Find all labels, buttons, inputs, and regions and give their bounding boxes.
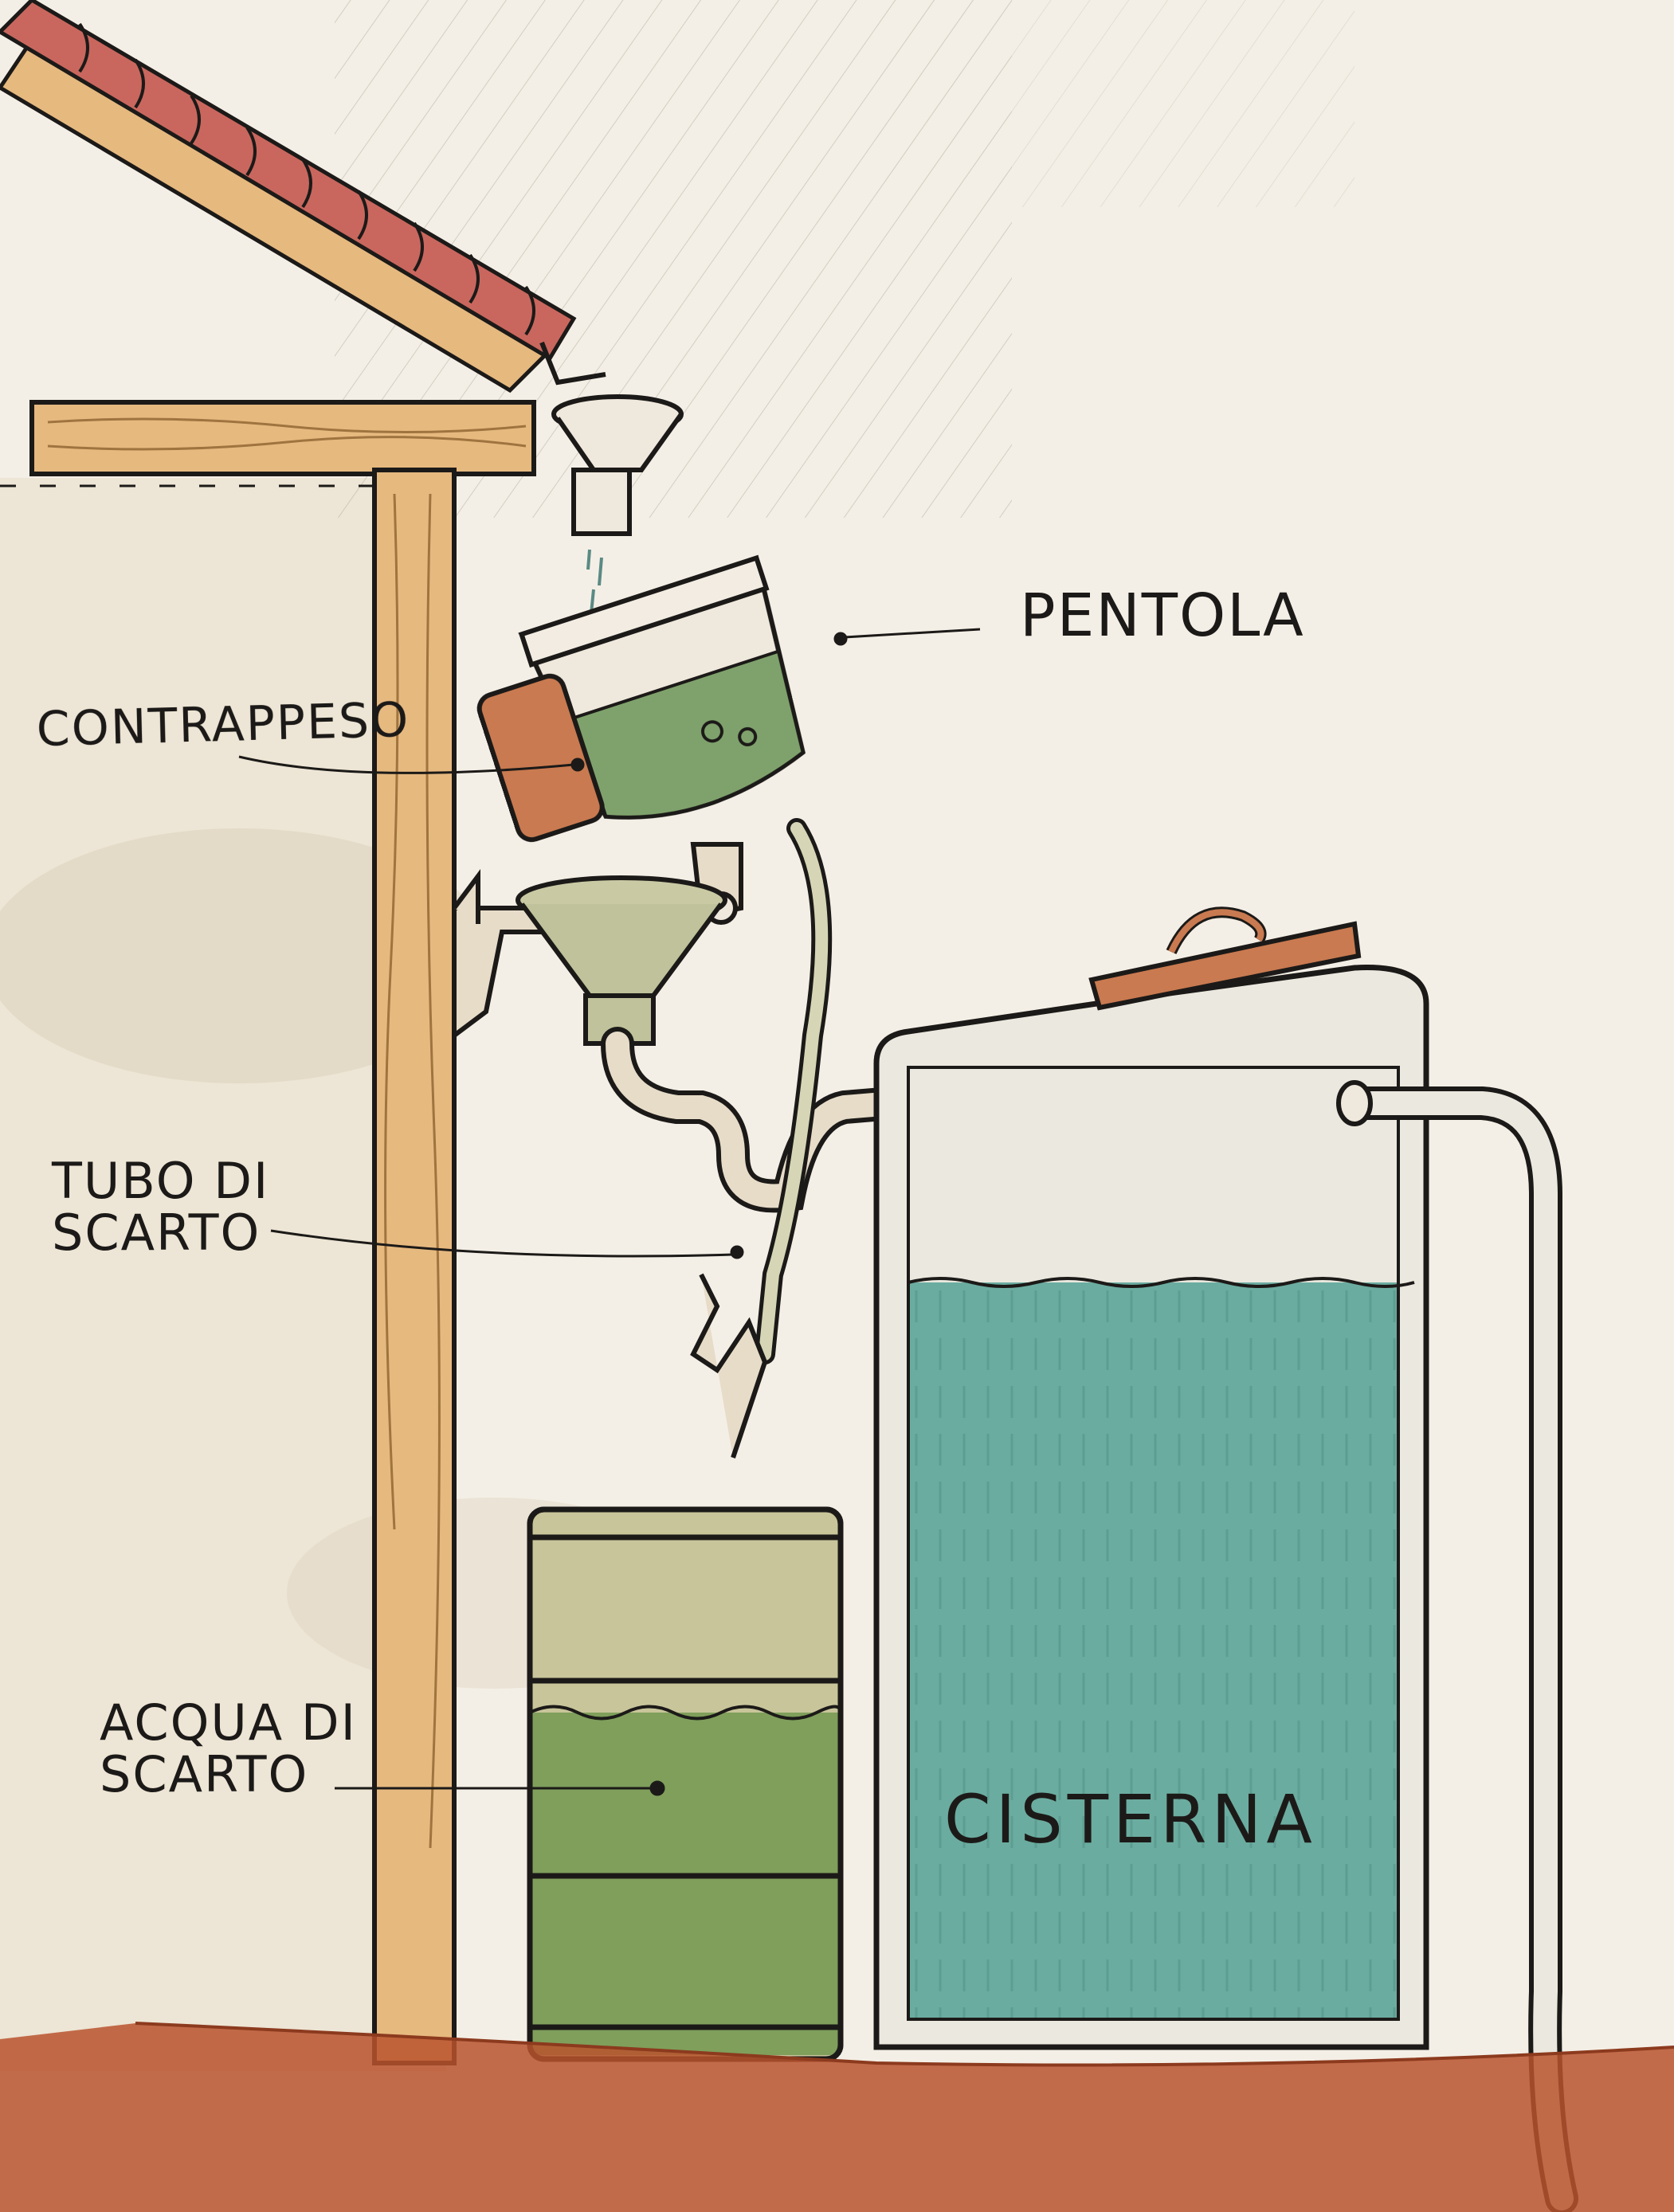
tipping-pot	[476, 554, 806, 843]
roof-gutter	[539, 341, 606, 386]
beam-wood-grain	[47, 417, 527, 451]
label-tubo-di-scarto: TUBO DI SCARTO	[52, 1152, 270, 1263]
house-wall	[0, 478, 446, 2071]
wall-stain	[0, 828, 494, 1083]
lower-funnel	[516, 875, 727, 1046]
post-wood-grain	[384, 493, 441, 1849]
label-contrappeso: CONTRAPPESO	[35, 691, 411, 758]
waste-tap	[690, 1273, 768, 1458]
leader-lines	[238, 628, 981, 1796]
ground	[0, 2023, 1674, 2212]
label-cisterna: CISTERNA	[944, 1780, 1317, 1858]
roof-beam	[29, 400, 536, 476]
wooden-post	[372, 468, 457, 2065]
waste-barrel	[527, 1506, 844, 2062]
rain-funnel	[551, 394, 684, 536]
cistern-lid	[1088, 906, 1362, 1011]
cistern	[873, 965, 1429, 2050]
label-acqua-di-scarto: ACQUA DI SCARTO	[100, 1693, 357, 1804]
label-pentola: PENTOLA	[1020, 581, 1305, 650]
